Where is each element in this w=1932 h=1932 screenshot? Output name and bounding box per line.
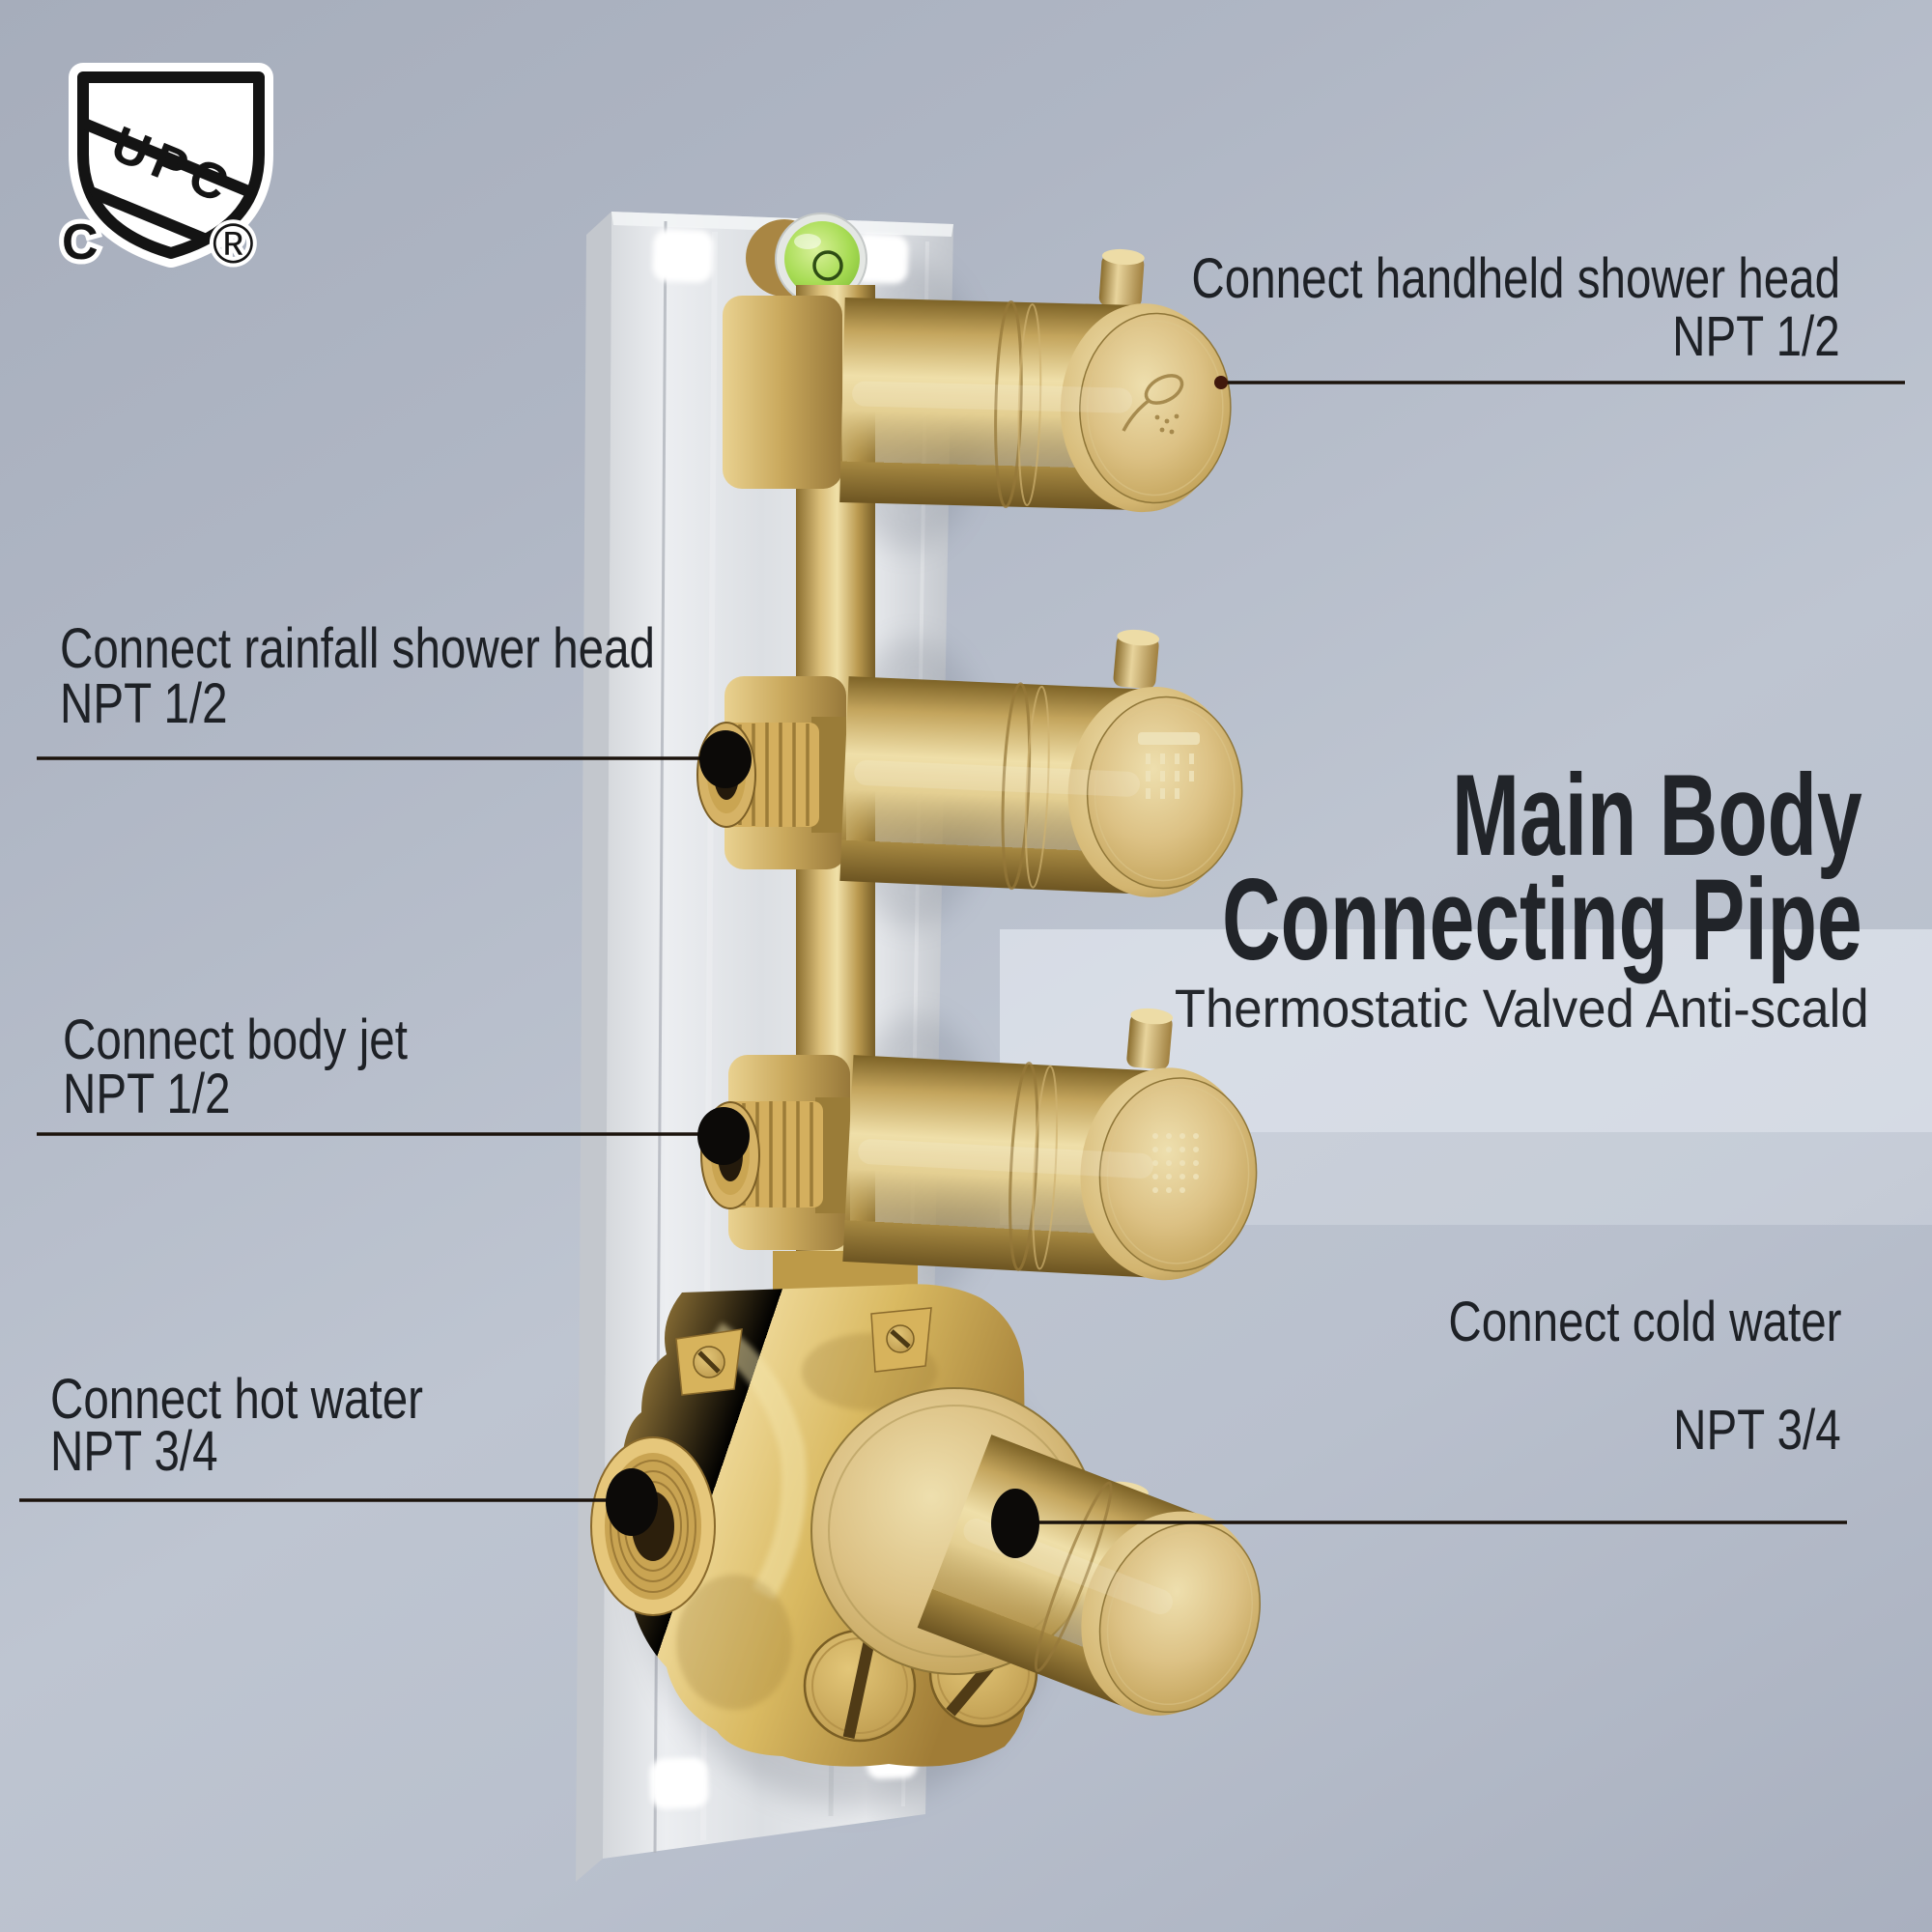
logo-canada-mark: C [62, 214, 99, 270]
callout-body-jet-label: Connect body jet [63, 1009, 408, 1071]
knob-body-jet [842, 1008, 1258, 1281]
knob-rainfall [839, 629, 1243, 897]
handheld-shower-icon [1122, 374, 1184, 435]
knob-main [810, 1387, 1261, 1716]
rainfall-shower-icon [1138, 732, 1200, 799]
callout-handheld-label: Connect handheld shower head [1191, 247, 1840, 310]
callout-dot-handheld [1214, 376, 1228, 389]
callout-hot-label: Connect hot water [50, 1368, 423, 1431]
page-subtitle: Thermostatic Valved Anti-scald [1175, 978, 1869, 1038]
callout-body-jet-spec: NPT 1/2 [63, 1063, 231, 1125]
callout-dot-rainfall [699, 730, 752, 788]
callout-cold-label: Connect cold water [1447, 1291, 1841, 1353]
callout-cold-spec: NPT 3/4 [1673, 1399, 1841, 1462]
knob3-pin [1126, 1012, 1173, 1070]
callout-hot-spec: NPT 3/4 [50, 1420, 218, 1483]
hot-water-port [590, 1436, 716, 1616]
callout-rainfall-label: Connect rainfall shower head [60, 617, 656, 680]
knob2-pin [1113, 634, 1159, 690]
callout-rainfall-spec: NPT 1/2 [60, 672, 228, 735]
callout-dot-cold [991, 1489, 1039, 1558]
page-title-line1: Main Body [1452, 751, 1862, 880]
cupc-shield-icon: UPC C ® [57, 63, 273, 279]
shield-band [83, 106, 259, 253]
bubble-level [746, 213, 867, 305]
knob-handheld [839, 248, 1232, 513]
body-jet-icon [1152, 1133, 1199, 1193]
callout-dot-hot [606, 1468, 658, 1536]
page-title-line2: Connecting Pipe [1222, 855, 1862, 984]
callout-handheld-spec: NPT 1/2 [1672, 305, 1840, 368]
knob1-pin [1098, 254, 1145, 308]
mounting-slots [649, 229, 918, 1809]
valve-block-1 [723, 296, 842, 489]
logo-registered-mark: ® [213, 213, 254, 275]
callout-dot-body-jet [697, 1107, 750, 1165]
